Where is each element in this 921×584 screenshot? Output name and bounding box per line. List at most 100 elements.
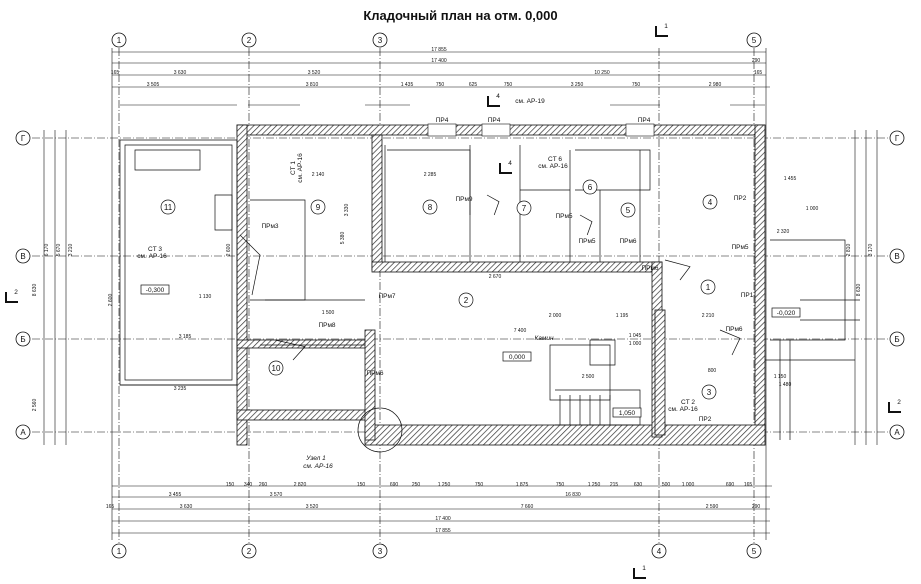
dimension-text: 3 630 xyxy=(174,70,187,76)
axis-label: Б xyxy=(20,335,25,344)
dimension-text: 3 330 xyxy=(344,204,350,217)
door-label: ПР1 xyxy=(741,292,754,299)
door-label: ПР4 xyxy=(488,117,501,124)
section-ref-label: см. АР-19 xyxy=(515,98,545,105)
dimension-text: 1 000 xyxy=(682,482,695,488)
wall xyxy=(236,339,368,349)
wall-tag: см. АР-16 xyxy=(297,153,304,183)
axis-label: А xyxy=(894,428,900,437)
room-number: 1 xyxy=(706,283,711,292)
plan-line xyxy=(555,389,641,426)
dimension-text: 7 400 xyxy=(514,328,527,334)
dimension-text: 7 660 xyxy=(521,504,534,510)
section-number: 1 xyxy=(642,565,646,572)
room-number: 11 xyxy=(164,203,173,212)
dimension-text: 2 820 xyxy=(294,482,307,488)
axis-label: Г xyxy=(895,134,900,143)
dimension-text: 2 320 xyxy=(777,229,790,235)
dimension-text: 1 000 xyxy=(629,341,642,347)
axis-label: 4 xyxy=(657,547,662,556)
dimension-text: 3 505 xyxy=(147,82,160,88)
dimension-text: 750 xyxy=(436,82,445,88)
room-number: 10 xyxy=(272,364,281,373)
dimension-text: 165 xyxy=(754,70,763,76)
dimension-text: 290 xyxy=(752,58,761,64)
dimension-text: 1 875 xyxy=(516,482,529,488)
elevation-box xyxy=(502,351,532,362)
door-label: ПРм9 xyxy=(455,196,472,203)
door-label: ПРм6 xyxy=(641,265,658,272)
window-opening xyxy=(481,123,511,137)
room-number: 4 xyxy=(708,198,713,207)
wall-tag: CT 2 xyxy=(681,399,695,406)
dimension-text: 16 830 xyxy=(565,492,581,498)
plan-line xyxy=(549,344,611,401)
door-swing xyxy=(239,234,261,296)
wall-tag: см. АР-16 xyxy=(137,253,167,260)
dimension-text: 2 810 xyxy=(846,244,852,257)
dimension-text: 340 xyxy=(244,482,253,488)
door-label: ПРм3 xyxy=(261,223,278,230)
room-number: 8 xyxy=(428,203,433,212)
wall-tag: CT 3 xyxy=(148,246,162,253)
axis-label: А xyxy=(20,428,26,437)
plan-line xyxy=(779,340,791,440)
axis-bubble xyxy=(746,543,762,559)
door-label: ПР2 xyxy=(699,416,712,423)
dimension-text: 3 630 xyxy=(180,504,193,510)
axis-bubble xyxy=(889,130,905,146)
dimension-text: 2 000 xyxy=(549,313,562,319)
axis-bubble xyxy=(15,331,31,347)
section-number: 2 xyxy=(897,399,901,406)
section-marker xyxy=(499,163,512,174)
node-label: Узел 1 xyxy=(305,455,326,462)
dimension-text: 2 600 xyxy=(108,294,114,307)
door-label: ПРм8 xyxy=(318,322,335,329)
axis-label: Б xyxy=(894,335,899,344)
plan-line xyxy=(559,395,611,425)
axis-bubble xyxy=(241,543,257,559)
wall xyxy=(364,424,766,446)
dimension-text: 165 xyxy=(744,482,753,488)
section-marker xyxy=(888,402,901,413)
dimension-text: 5 380 xyxy=(340,232,346,245)
dimension-text: 260 xyxy=(259,482,268,488)
room-number: 3 xyxy=(707,388,712,397)
section-marker xyxy=(655,26,668,37)
plan-line xyxy=(214,194,233,231)
wall xyxy=(371,134,383,271)
dimension-text: 750 xyxy=(504,82,513,88)
dimension-text: 1 250 xyxy=(438,482,451,488)
axis-label: 2 xyxy=(247,36,252,45)
axis-bubble xyxy=(889,331,905,347)
dimension-text: 750 xyxy=(632,82,641,88)
dimension-text: 3 570 xyxy=(270,492,283,498)
dimension-text: 3 170 xyxy=(868,244,874,257)
door-swing xyxy=(719,329,741,356)
dimension-text: 1 250 xyxy=(588,482,601,488)
door-label: ПР4 xyxy=(638,117,651,124)
dimension-text: 2 500 xyxy=(582,374,595,380)
axis-label: В xyxy=(894,252,899,261)
plan-line xyxy=(770,239,846,341)
window-opening xyxy=(625,123,655,137)
wall xyxy=(364,329,376,441)
axis-bubble xyxy=(746,32,762,48)
elevation-box xyxy=(140,284,170,295)
dimension-text: 1 480 xyxy=(779,382,792,388)
dimension-text: 165 xyxy=(106,504,115,510)
room-number: 2 xyxy=(464,296,469,305)
wall-tag: см. АР-16 xyxy=(538,163,568,170)
room-number-bubble xyxy=(422,199,438,215)
axis-label: 1 xyxy=(117,547,122,556)
dimension-text: 1 500 xyxy=(322,310,335,316)
room-number-bubble xyxy=(458,292,474,308)
wall-tag: CT 6 xyxy=(548,156,562,163)
room-number: 7 xyxy=(522,204,527,213)
axis-bubble xyxy=(111,543,127,559)
dimension-text: 17 855 xyxy=(435,528,451,534)
dimension-text: 8 630 xyxy=(32,284,38,297)
section-number: 2 xyxy=(14,289,18,296)
dimension-text: 3 250 xyxy=(571,82,584,88)
